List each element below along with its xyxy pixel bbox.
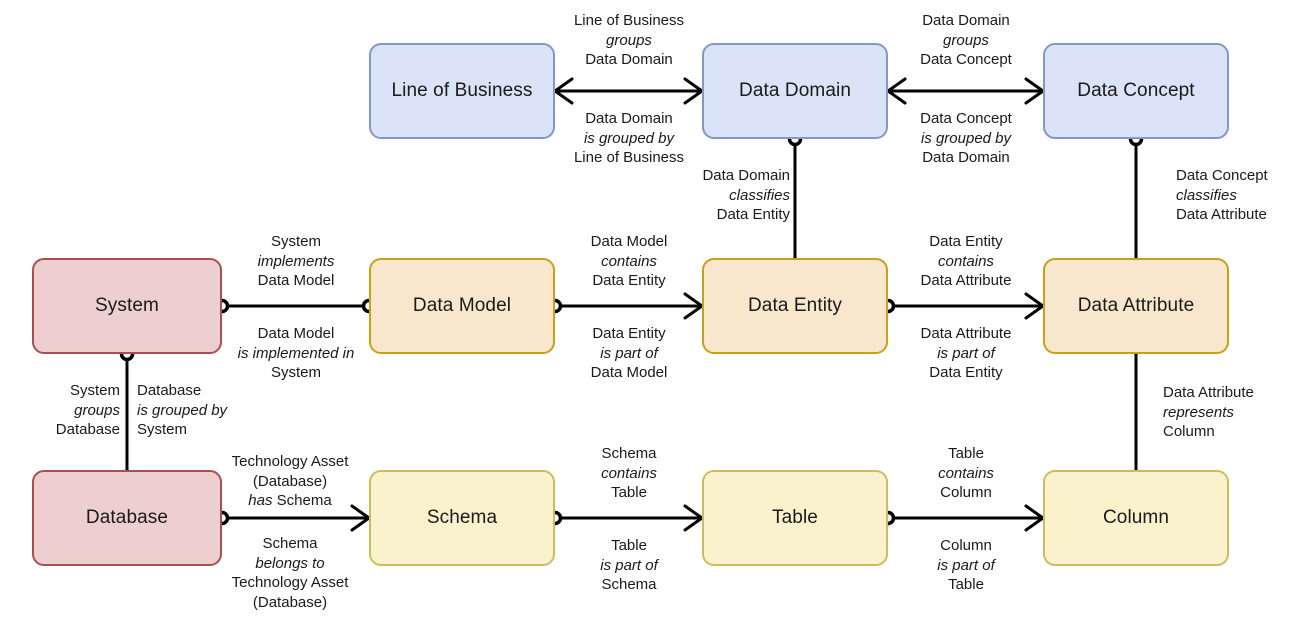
label-model-contains-entity: Data Model contains Data Entity bbox=[590, 233, 668, 289]
label-system-groups-database: System groups Database bbox=[55, 382, 120, 438]
node-data-attribute[interactable]: Data Attribute bbox=[1043, 258, 1229, 354]
label-schema-belongs-to-techasset: Schema belongs to Technology Asset (Data… bbox=[231, 535, 349, 611]
label-line-has-schema: has Schema bbox=[248, 492, 332, 509]
label-database-grouped-by-system: Database is grouped by System bbox=[137, 382, 228, 438]
label-schema-contains-table: Schema contains Table bbox=[601, 445, 657, 501]
label-lob-groups-domain: Line of Business groups Data Domain bbox=[573, 12, 685, 68]
label-table-contains-column: Table contains Column bbox=[938, 445, 994, 501]
label-domain-classifies-entity: Data Domain classifies Data Entity bbox=[702, 167, 790, 223]
crowsfoot-entity-left bbox=[683, 292, 704, 320]
label-system-implements-model: System implements Data Model bbox=[257, 233, 335, 289]
node-system[interactable]: System bbox=[32, 258, 222, 354]
label-domain-groups-concept: Data Domain groups Data Concept bbox=[920, 12, 1012, 68]
node-label: Data Model bbox=[412, 295, 512, 316]
crowsfoot-attribute-left bbox=[1024, 292, 1045, 320]
node-label: Line of Business bbox=[391, 80, 533, 101]
crowsfoot-concept-left bbox=[1024, 77, 1045, 105]
node-label: System bbox=[95, 295, 159, 316]
node-label: Database bbox=[85, 507, 169, 528]
node-column[interactable]: Column bbox=[1043, 470, 1229, 566]
label-attribute-represents-column: Data Attribute represents Column bbox=[1163, 384, 1254, 440]
node-label: Data Domain bbox=[739, 80, 851, 101]
label-concept-grouped-by-domain: Data Concept is grouped by Data Domain bbox=[920, 110, 1012, 166]
node-schema[interactable]: Schema bbox=[369, 470, 555, 566]
crowsfoot-domain-right bbox=[886, 77, 907, 105]
node-data-entity[interactable]: Data Entity bbox=[702, 258, 888, 354]
label-column-part-of-table: Column is part of Table bbox=[937, 537, 995, 593]
label-attribute-part-of-entity: Data Attribute is part of Data Entity bbox=[920, 325, 1012, 381]
node-label: Data Concept bbox=[1077, 80, 1195, 101]
crowsfoot-column-left bbox=[1024, 504, 1045, 532]
node-table[interactable]: Table bbox=[702, 470, 888, 566]
node-label: Data Attribute bbox=[1077, 295, 1195, 316]
crowsfoot-schema-left bbox=[350, 504, 371, 532]
node-label: Table bbox=[772, 507, 818, 528]
crowsfoot-lob-left bbox=[553, 77, 574, 105]
node-database[interactable]: Database bbox=[32, 470, 222, 566]
label-entity-contains-attribute: Data Entity contains Data Attribute bbox=[920, 233, 1012, 289]
node-label: Data Entity bbox=[747, 295, 843, 316]
label-concept-classifies-attribute: Data Concept classifies Data Attribute bbox=[1176, 167, 1268, 223]
node-label: Column bbox=[1102, 507, 1170, 528]
label-domain-grouped-by-lob: Data Domain is grouped by Line of Busine… bbox=[573, 110, 685, 166]
crowsfoot-domain-left bbox=[683, 77, 704, 105]
crowsfoot-table-left bbox=[683, 504, 704, 532]
node-data-domain[interactable]: Data Domain bbox=[702, 43, 888, 139]
label-entity-part-of-model: Data Entity is part of Data Model bbox=[590, 325, 668, 381]
label-techasset-has-schema: Technology Asset (Database) has Schema bbox=[231, 453, 349, 509]
node-data-model[interactable]: Data Model bbox=[369, 258, 555, 354]
node-label: Schema bbox=[426, 507, 498, 528]
label-table-part-of-schema: Table is part of Schema bbox=[600, 537, 658, 593]
node-line-of-business[interactable]: Line of Business bbox=[369, 43, 555, 139]
label-model-implemented-in-system: Data Model is implemented in System bbox=[237, 325, 355, 381]
node-data-concept[interactable]: Data Concept bbox=[1043, 43, 1229, 139]
